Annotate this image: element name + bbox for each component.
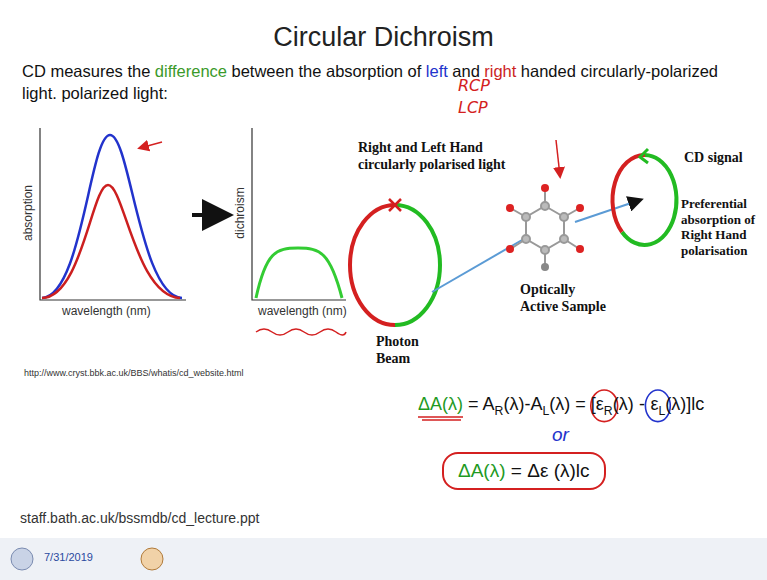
connector-word: or: [552, 424, 569, 446]
equation-part: R: [495, 404, 504, 418]
equation-part: (λ)]lc: [665, 394, 704, 414]
equation-part: L: [542, 404, 549, 418]
equation-box: ΔA(λ)= Δε (λ)lc: [442, 452, 606, 490]
transform-arrow: [192, 213, 226, 217]
intro-word: difference: [155, 62, 227, 80]
equation-part: R: [604, 404, 613, 418]
dichroism-plot: [252, 128, 346, 335]
photon-beam: [432, 240, 522, 292]
axis-label: absorption: [21, 173, 35, 253]
equation-part: L: [658, 404, 665, 418]
handwritten-note: RCP: [458, 76, 490, 95]
axis-label: dichroism: [233, 173, 247, 253]
intro-word: left: [426, 62, 448, 80]
footer-bar: [0, 538, 767, 580]
equation-part: (λ) = [: [549, 394, 596, 414]
equation-part: ε: [650, 394, 658, 414]
polarisation-circle: [350, 199, 440, 325]
equation-part: ε: [596, 394, 604, 414]
logo-icon: [11, 548, 33, 570]
equation-part: = A: [468, 394, 495, 414]
intro-text: CD measures the differencebetween the abs…: [22, 60, 752, 105]
intro-word: CD measures the: [22, 62, 150, 80]
source-url: http://www.cryst.bbk.ac.uk/BBS/whatis/cd…: [24, 368, 244, 378]
photon-beam: [575, 200, 640, 222]
diagram-label: Photon Beam: [376, 334, 446, 368]
equation: ΔA(λ)= AR(λ)-AL(λ) = [εR(λ)-εL(λ)]lc: [418, 392, 704, 419]
slide-title: Circular Dichroism: [0, 22, 767, 53]
handwritten-note: LCP: [458, 98, 488, 117]
diagram-label: Right and Left Hand circularly polarised…: [358, 140, 518, 174]
equation-text: ΔA(λ): [458, 460, 506, 481]
equation-text: = Δε (λ)lc: [511, 460, 590, 481]
intro-word: between the absorption of: [231, 62, 421, 80]
logo-icon: [141, 548, 163, 570]
diagram-label: Preferential absorption of Right Hand po…: [681, 196, 763, 258]
diagram-label: Optically Active Sample: [520, 282, 610, 316]
spacer-mark: [181, 527, 235, 528]
ink-underline: [418, 417, 463, 420]
diagram-label: CD signal: [684, 150, 743, 166]
cd-signal-circle: [612, 149, 676, 245]
molecule-icon: [506, 184, 584, 271]
absorption-plot: [40, 128, 186, 300]
equation-part: (λ)-A: [503, 394, 542, 414]
equation-part: ΔA(λ): [418, 394, 463, 414]
equation-part: (λ): [613, 394, 634, 414]
equation-part: -: [639, 394, 645, 414]
pointer-arrow: [556, 140, 560, 176]
axis-label: wavelength (nm): [62, 304, 151, 318]
source-url: staff.bath.ac.uk/bssmdb/cd_lecture.ppt: [20, 510, 259, 526]
date-stamp: 7/31/2019: [44, 551, 93, 563]
axis-label: wavelength (nm): [258, 304, 347, 318]
